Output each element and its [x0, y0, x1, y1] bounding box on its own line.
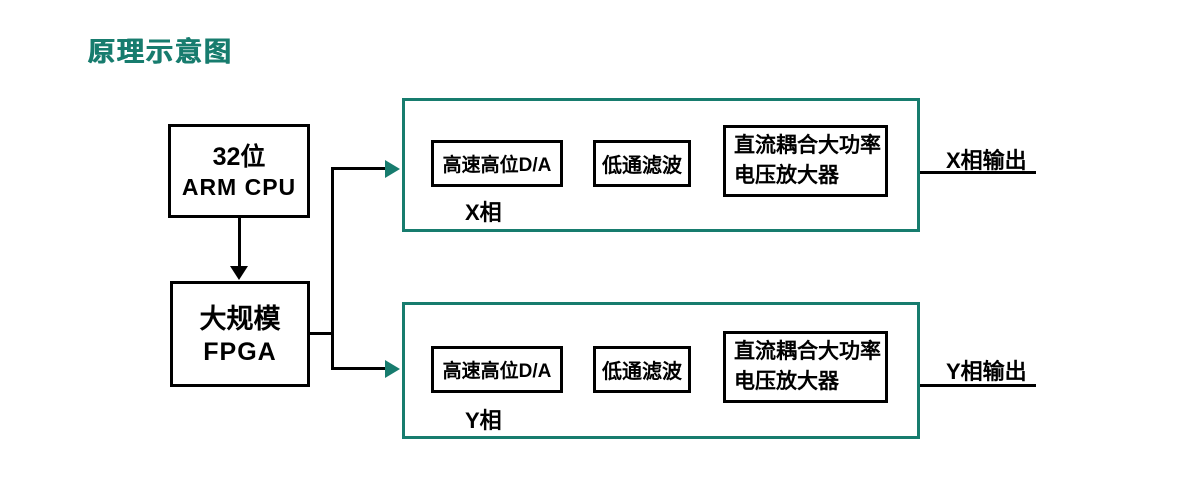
channel-y-lpf-label: 低通滤波: [602, 361, 682, 383]
output-line-x: [920, 171, 1036, 174]
fpga-output-line: [310, 332, 334, 335]
channel-x-amp-block: 直流耦合大功率 电压放大器: [723, 125, 888, 197]
cpu-block-line1: 32位: [212, 143, 266, 172]
channel-y-dac-block: 高速高位D/A: [431, 346, 563, 393]
channel-x-frame: 高速高位D/A 低通滤波 直流耦合大功率 电压放大器 X相: [402, 98, 920, 232]
branch-line-y: [331, 367, 385, 370]
channel-x-amp-line1: 直流耦合大功率: [734, 133, 881, 157]
channel-x-lpf-block: 低通滤波: [593, 140, 691, 187]
channel-y-phase-label: Y相: [465, 408, 502, 433]
fpga-block-line2: FPGA: [203, 337, 277, 366]
channel-x-phase-label: X相: [465, 200, 502, 225]
channel-y-frame: 高速高位D/A 低通滤波 直流耦合大功率 电压放大器 Y相: [402, 302, 920, 439]
cpu-to-fpga-line: [238, 218, 241, 268]
output-label-x: X相输出: [946, 148, 1027, 173]
channel-y-amp-block: 直流耦合大功率 电压放大器: [723, 331, 888, 403]
branch-arrowhead-y-icon: [385, 359, 400, 378]
splitter-vertical-line: [331, 167, 334, 370]
diagram-title: 原理示意图: [88, 37, 233, 67]
cpu-to-fpga-arrowhead-icon: [230, 266, 248, 280]
fpga-block-line1: 大规模: [199, 304, 281, 335]
cpu-block-line2: ARM CPU: [181, 173, 297, 200]
channel-x-amp-line2: 电压放大器: [734, 164, 839, 187]
channel-y-dac-label: 高速高位D/A: [442, 361, 552, 382]
output-label-y: Y相输出: [946, 359, 1027, 384]
cpu-block: 32位 ARM CPU: [168, 124, 310, 218]
channel-x-lpf-label: 低通滤波: [602, 155, 682, 177]
channel-y-lpf-block: 低通滤波: [593, 346, 691, 393]
branch-line-x: [331, 167, 385, 170]
output-line-y: [920, 384, 1036, 387]
channel-x-dac-label: 高速高位D/A: [442, 155, 552, 176]
channel-y-amp-line1: 直流耦合大功率: [734, 339, 881, 363]
branch-arrowhead-x-icon: [385, 159, 400, 178]
fpga-block: 大规模 FPGA: [170, 281, 310, 387]
channel-x-dac-block: 高速高位D/A: [431, 140, 563, 187]
channel-y-amp-line2: 电压放大器: [734, 370, 839, 393]
